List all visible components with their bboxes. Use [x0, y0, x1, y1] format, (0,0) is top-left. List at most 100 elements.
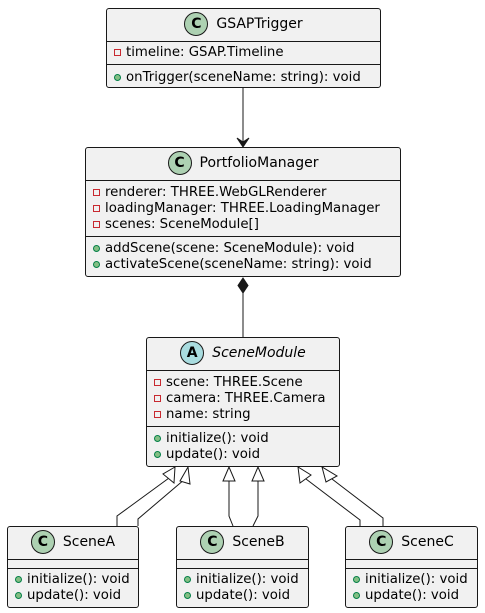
method-text: activateScene(sceneName: string): void [105, 256, 372, 272]
class-scenec: C SceneC initialize(): void update(): vo… [345, 526, 478, 608]
method-text: onTrigger(sceneName: string): void [126, 69, 361, 85]
class-header: C SceneC [346, 527, 477, 557]
class-stereotype-icon: C [30, 530, 55, 554]
inheritance-triangle-scenec [297, 465, 339, 484]
field-text: scenes: SceneModule[] [105, 216, 259, 232]
method-text: update(): void [27, 587, 122, 603]
field-row: scenes: SceneModule[] [86, 216, 400, 232]
methods-section: onTrigger(sceneName: string): void [107, 64, 380, 85]
method-text: initialize(): void [27, 571, 130, 587]
class-gsaptrigger: C GSAPTrigger timeline: GSAP.Timeline on… [106, 8, 381, 88]
public-visibility-icon [154, 434, 161, 442]
methods-section: initialize(): void update(): void [177, 568, 308, 603]
method-text: update(): void [365, 587, 460, 603]
field-row: loadingManager: THREE.LoadingManager [86, 200, 400, 216]
class-name: GSAPTrigger [216, 16, 303, 32]
class-stereotype-icon: C [369, 530, 394, 554]
method-row: initialize(): void [346, 571, 477, 587]
field-row: scene: THREE.Scene [147, 374, 339, 390]
field-row: camera: THREE.Camera [147, 390, 339, 406]
class-header: C GSAPTrigger [107, 9, 380, 39]
public-visibility-icon [184, 591, 191, 599]
methods-section: initialize(): void update(): void [346, 568, 477, 603]
method-row: update(): void [346, 587, 477, 603]
class-name: SceneB [232, 534, 285, 550]
private-visibility-icon [154, 378, 161, 386]
field-row: name: string [147, 406, 339, 422]
methods-section: initialize(): void update(): void [8, 568, 138, 603]
class-stereotype-icon: C [200, 530, 225, 554]
inheritance-triangle-scenea [162, 465, 191, 485]
private-visibility-icon [154, 410, 161, 418]
class-scenea: C SceneA initialize(): void update(): vo… [7, 526, 139, 608]
dependency-arrowhead [236, 137, 250, 148]
class-sceneb: C SceneB initialize(): void update(): vo… [176, 526, 309, 608]
method-text: initialize(): void [196, 571, 299, 587]
private-visibility-icon [154, 394, 161, 402]
public-visibility-icon [93, 260, 100, 268]
inheritance-line-scenec [305, 478, 384, 526]
inheritance-line-scenea [116, 477, 186, 526]
inheritance-line-sceneb [228, 481, 259, 527]
class-header: C PortfolioManager [86, 148, 400, 178]
field-text: timeline: GSAP.Timeline [126, 44, 284, 60]
class-name: SceneModule [212, 345, 306, 361]
public-visibility-icon [15, 591, 22, 599]
public-visibility-icon [353, 575, 360, 583]
methods-section: addScene(scene: SceneModule): void activ… [86, 236, 400, 272]
field-text: loadingManager: THREE.LoadingManager [105, 200, 380, 216]
class-name: SceneC [401, 534, 454, 550]
class-header: A SceneModule [147, 338, 339, 368]
field-row: renderer: THREE.WebGLRenderer [86, 184, 400, 200]
composition-diamond [237, 277, 249, 294]
fields-section [8, 559, 138, 560]
public-visibility-icon [184, 575, 191, 583]
method-row: activateScene(sceneName: string): void [86, 256, 400, 272]
fields-section: timeline: GSAP.Timeline [107, 41, 380, 60]
method-text: initialize(): void [365, 571, 468, 587]
fields-section [177, 559, 308, 560]
method-row: update(): void [177, 587, 308, 603]
class-scenemodule: A SceneModule scene: THREE.Scene camera:… [146, 337, 340, 467]
public-visibility-icon [114, 73, 121, 81]
class-stereotype-icon: C [184, 12, 209, 36]
field-text: scene: THREE.Scene [166, 374, 303, 390]
methods-section: initialize(): void update(): void [147, 426, 339, 462]
inheritance-triangle-sceneb [222, 465, 265, 482]
method-text: addScene(scene: SceneModule): void [105, 240, 355, 256]
fields-section: renderer: THREE.WebGLRenderer loadingMan… [86, 180, 400, 232]
field-text: renderer: THREE.WebGLRenderer [105, 184, 327, 200]
field-text: name: string [166, 406, 251, 422]
private-visibility-icon [93, 220, 100, 228]
public-visibility-icon [353, 591, 360, 599]
fields-section: scene: THREE.Scene camera: THREE.Camera … [147, 370, 339, 422]
method-row: addScene(scene: SceneModule): void [86, 240, 400, 256]
private-visibility-icon [114, 48, 121, 56]
method-text: update(): void [166, 446, 261, 462]
private-visibility-icon [93, 204, 100, 212]
field-text: camera: THREE.Camera [166, 390, 326, 406]
method-row: onTrigger(sceneName: string): void [107, 69, 380, 85]
method-row: update(): void [147, 446, 339, 462]
public-visibility-icon [93, 244, 100, 252]
public-visibility-icon [15, 575, 22, 583]
method-text: initialize(): void [166, 430, 269, 446]
class-header: C SceneB [177, 527, 308, 557]
method-row: initialize(): void [8, 571, 138, 587]
public-visibility-icon [154, 450, 161, 458]
class-name: PortfolioManager [199, 155, 319, 171]
class-name: SceneA [62, 534, 116, 550]
fields-section [346, 559, 477, 560]
method-row: update(): void [8, 587, 138, 603]
method-text: update(): void [196, 587, 291, 603]
method-row: initialize(): void [177, 571, 308, 587]
class-header: C SceneA [8, 527, 138, 557]
abstract-stereotype-icon: A [180, 341, 205, 365]
class-portfoliomanager: C PortfolioManager renderer: THREE.WebGL… [85, 147, 401, 277]
private-visibility-icon [93, 188, 100, 196]
method-row: initialize(): void [147, 430, 339, 446]
class-stereotype-icon: C [167, 151, 192, 175]
field-row: timeline: GSAP.Timeline [107, 44, 380, 60]
